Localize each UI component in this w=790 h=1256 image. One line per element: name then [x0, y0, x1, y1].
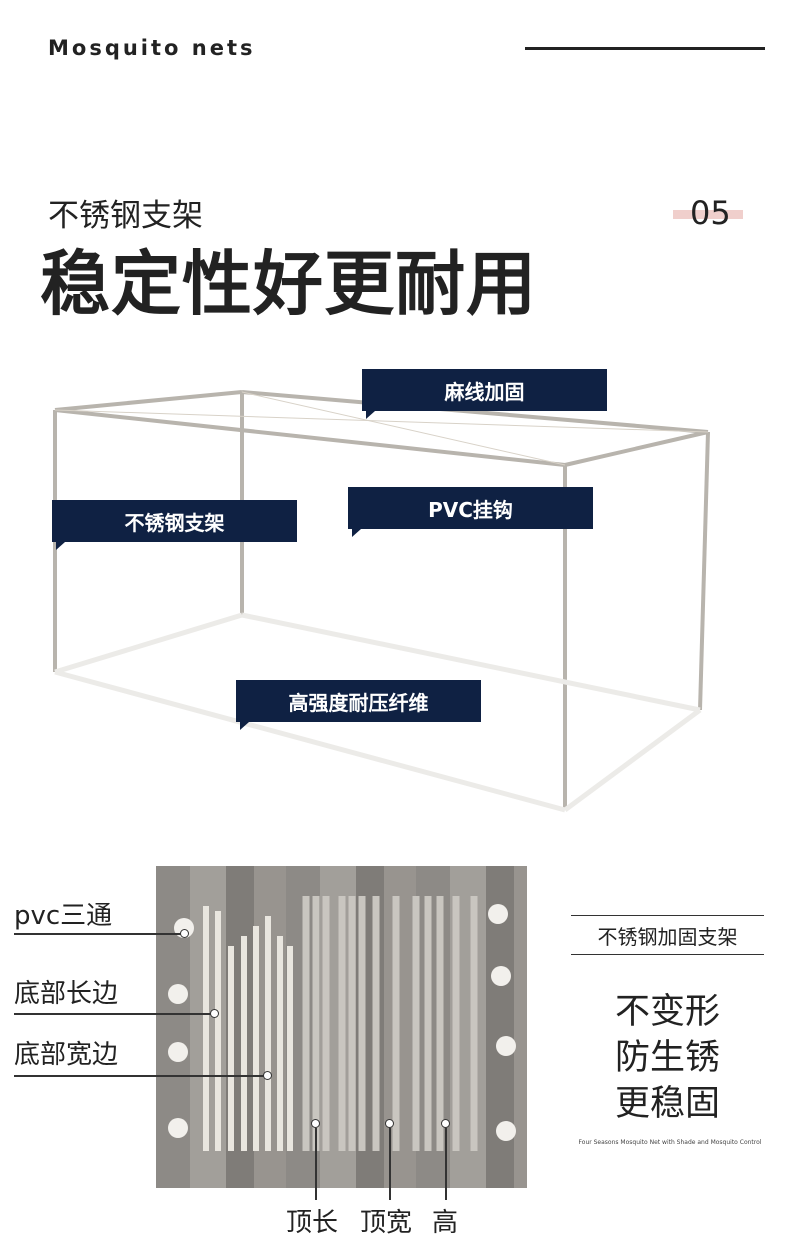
hero-subtitle: 不锈钢支架: [48, 198, 203, 234]
label-bottom-wide: 底部宽边: [14, 1040, 119, 1070]
label-pvc-tee: pvc三通: [14, 901, 113, 931]
features-caption: Four Seasons Mosquito Net with Shade and…: [578, 1139, 762, 1146]
frame-illustration: [53, 390, 710, 813]
leader-line: [445, 1128, 447, 1200]
callout-fiber: 高强度耐压纤维: [236, 680, 481, 722]
label-height: 高: [432, 1208, 459, 1238]
feature-item: 不变形: [614, 992, 720, 1032]
marker-dot: [210, 1009, 219, 1018]
leader-line: [315, 1128, 317, 1200]
feature-item: 更稳固: [614, 1084, 720, 1124]
feature-item: 防生锈: [614, 1038, 720, 1078]
label-top-width: 顶宽: [360, 1208, 413, 1238]
brand-title: Mosquito nets: [48, 36, 256, 60]
divider: [525, 47, 765, 50]
marker-dot: [385, 1119, 394, 1128]
leader-line: [389, 1128, 391, 1200]
marker-dot: [441, 1119, 450, 1128]
callout-hemp-reinforcement: 麻线加固: [362, 369, 607, 411]
marker-dot: [311, 1119, 320, 1128]
leader-line: [14, 933, 182, 935]
leader-line: [14, 1013, 212, 1015]
parts-photo: [156, 866, 527, 1188]
features-heading: 不锈钢加固支架: [571, 915, 764, 955]
marker-dot: [263, 1071, 272, 1080]
leader-line: [14, 1075, 264, 1077]
section-number: 05: [690, 194, 731, 232]
marker-dot: [180, 929, 189, 938]
label-top-length: 顶长: [286, 1208, 339, 1238]
number-highlight: [673, 210, 743, 219]
label-bottom-long: 底部长边: [14, 979, 119, 1009]
hero-title: 稳定性好更耐用: [40, 243, 537, 325]
callout-stainless-frame: 不锈钢支架: [52, 500, 297, 542]
callout-pvc-hook: PVC挂钩: [348, 487, 593, 529]
